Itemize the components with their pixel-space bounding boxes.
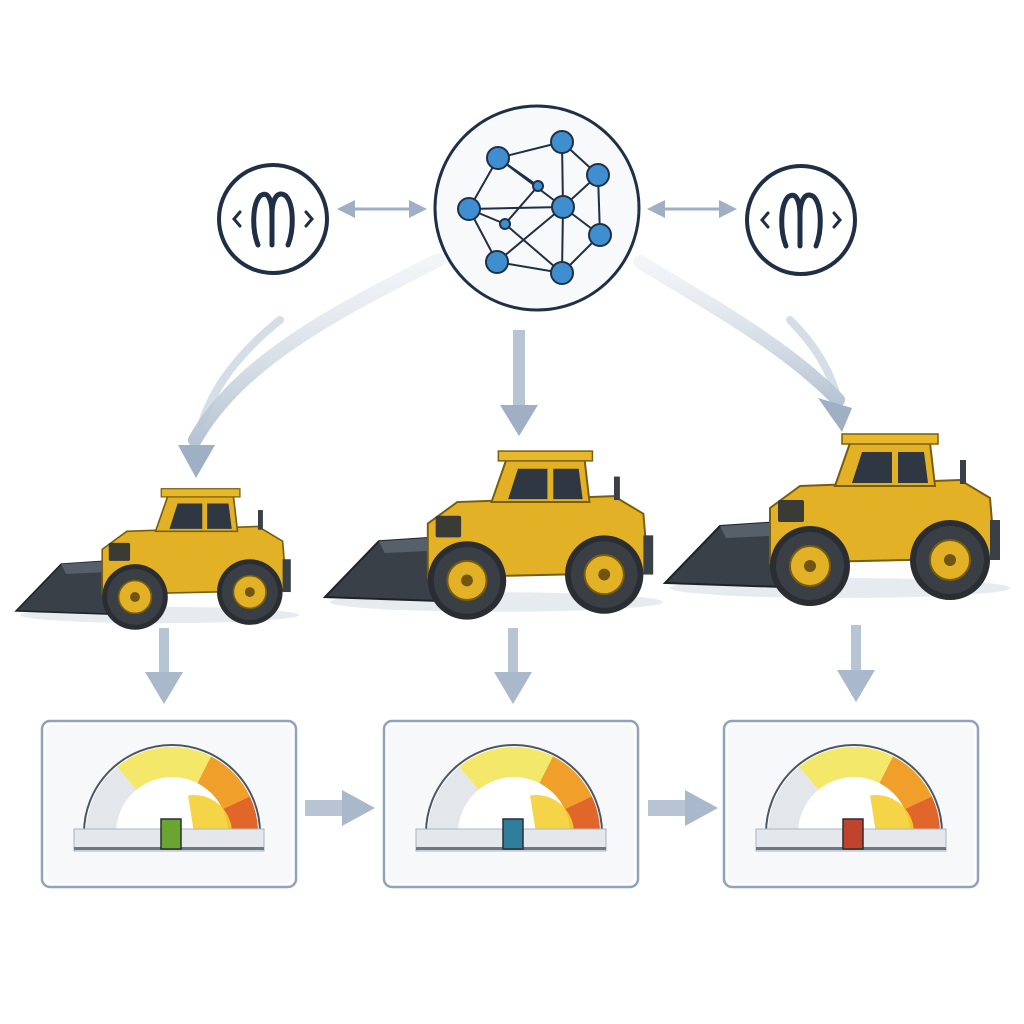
wheel-loader-3 (662, 433, 1010, 606)
gauge-panel-1 (40, 719, 298, 889)
wheel (910, 520, 990, 600)
gauge-panel-2 (382, 719, 640, 889)
wheel (565, 535, 644, 614)
gauge-indicator (502, 818, 524, 850)
wheel (102, 564, 168, 630)
wheel (217, 559, 283, 625)
arrow-gauge-2-to-3 (648, 790, 718, 826)
gauge-dial (764, 744, 944, 834)
curly-symbol-icon (760, 192, 842, 249)
flow-arrow-to-machine-3 (633, 255, 852, 432)
wheel-loader-1 (14, 488, 299, 630)
hub-node (433, 104, 641, 312)
gauge-dial (82, 744, 262, 834)
wheel-loader-2 (322, 450, 663, 620)
flow-arrow-to-machine-2 (500, 330, 538, 436)
arrow-machine-2-to-gauge (494, 628, 532, 704)
gauge-indicator (160, 818, 182, 850)
arrow-machine-1-to-gauge (145, 628, 183, 704)
left-side-node (217, 163, 329, 275)
wheel (770, 526, 850, 606)
gauge-indicator (842, 818, 864, 850)
gauge-panel-3 (722, 719, 980, 889)
right-side-node (745, 164, 857, 276)
flow-arrow-to-machine-1 (178, 253, 445, 478)
curly-symbol-icon (232, 191, 314, 248)
gauge-dial (424, 744, 604, 834)
arrow-gauge-1-to-2 (305, 790, 375, 826)
wheel (427, 541, 507, 620)
arrow-machine-3-to-gauge (837, 625, 875, 702)
